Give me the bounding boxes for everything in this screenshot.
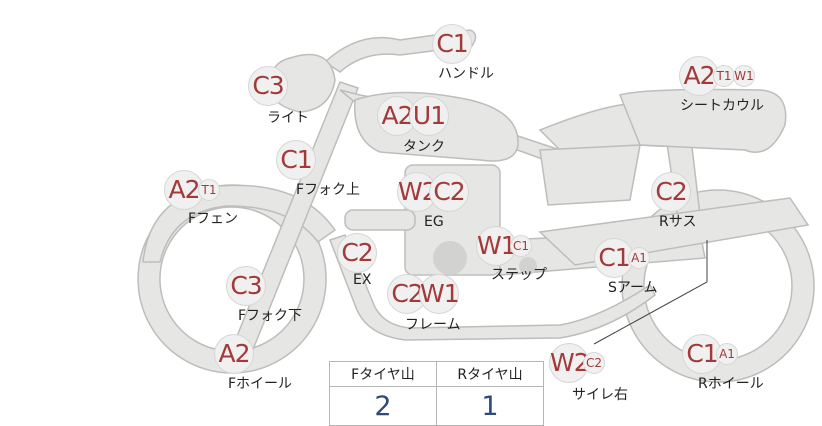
tire-tread-table: Fタイヤ山 Rタイヤ山 2 1 (329, 361, 544, 426)
codes-fwheel: A2 (214, 334, 254, 374)
label-tank: タンク (403, 139, 445, 155)
label-ffender: Fフェン (188, 211, 239, 227)
label-ex: EX (353, 272, 372, 288)
damage-code-badge: A2 (679, 56, 719, 96)
damage-code-badge: C1 (432, 24, 472, 64)
label-step: ステップ (491, 267, 547, 283)
codes-rsus: C2 (651, 172, 691, 212)
frame-lower-shape (329, 234, 656, 341)
codes-sarm: C1A1 (594, 238, 650, 278)
damage-code-badge: W1 (419, 274, 460, 314)
damage-code-badge: C1 (682, 334, 722, 374)
label-ffork-lower: Fフォク下 (238, 308, 303, 324)
label-side-right: サイレ右 (572, 387, 628, 403)
damage-code-badge: C3 (226, 266, 266, 306)
codes-rwheel: C1A1 (682, 334, 738, 374)
damage-subcode-badge: C1 (510, 235, 532, 257)
codes-tank: A2U1 (377, 96, 449, 136)
label-eg: EG (424, 214, 444, 230)
damage-code-badge: C1 (276, 140, 316, 180)
damage-subcode-badge: T1 (713, 65, 735, 87)
exhaust-header-shape (344, 209, 416, 231)
damage-subcode-badge: A1 (628, 247, 650, 269)
damage-code-badge: C2 (337, 233, 377, 273)
step-peg (519, 257, 537, 275)
damage-subcode-badge: W1 (733, 65, 755, 87)
label-sarm: Sアーム (608, 280, 658, 296)
codes-step: W1C1 (476, 226, 532, 266)
codes-light: C3 (248, 66, 288, 106)
tire-header-front: Fタイヤ山 (329, 361, 437, 387)
codes-eg: W2C2 (397, 172, 469, 212)
damage-code-badge: W1 (476, 226, 517, 266)
damage-subcode-badge: C2 (583, 352, 605, 374)
codes-handle: C1 (432, 24, 472, 64)
codes-ffork-upper: C1 (276, 140, 316, 180)
label-rsus: Rサス (659, 214, 697, 230)
codes-ffork-lower: C3 (226, 266, 266, 306)
damage-subcode-badge: A1 (716, 343, 738, 365)
label-frame: フレーム (405, 317, 461, 333)
damage-subcode-badge: T1 (198, 179, 220, 201)
codes-frame: C2W1 (387, 274, 460, 314)
damage-code-badge: A2 (164, 170, 204, 210)
damage-code-badge: U1 (409, 96, 449, 136)
label-rwheel: Rホイール (698, 376, 764, 392)
tire-value-front: 2 (329, 386, 437, 426)
seat-cowl-shape (618, 88, 787, 153)
damage-code-badge: C2 (429, 172, 469, 212)
label-ffork-upper: Fフォク上 (296, 182, 361, 198)
tire-header-rear: Rタイヤ山 (436, 361, 544, 387)
codes-side-right: W2C2 (549, 343, 605, 383)
damage-code-badge: A2 (214, 334, 254, 374)
engine-cover-circle (433, 241, 467, 275)
damage-code-badge: C3 (248, 66, 288, 106)
label-light: ライト (267, 110, 309, 126)
codes-ex: C2 (337, 233, 377, 273)
label-handle: ハンドル (438, 66, 494, 82)
label-seat-cowl: シートカウル (680, 98, 764, 114)
side-cover-shape (539, 144, 641, 206)
damage-code-badge: C2 (651, 172, 691, 212)
label-fwheel: Fホイール (228, 376, 293, 392)
tire-value-rear: 1 (436, 386, 544, 426)
